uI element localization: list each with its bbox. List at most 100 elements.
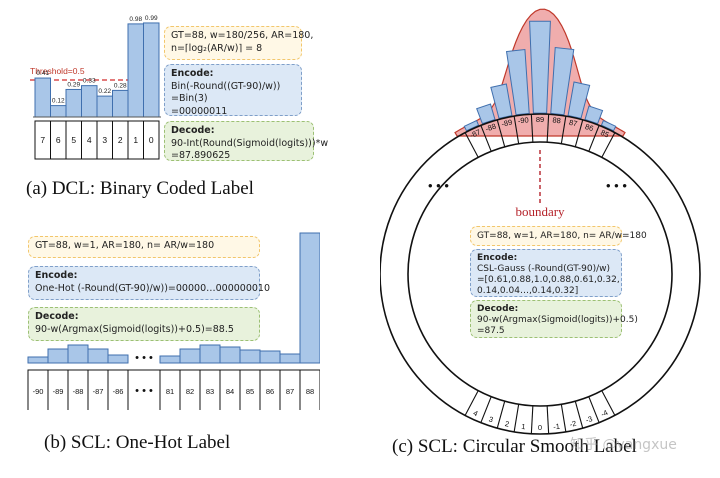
onehot-bin-label: 87 bbox=[286, 387, 294, 396]
onehot-bin-label: 84 bbox=[226, 387, 234, 396]
csl-bar bbox=[529, 20, 551, 114]
ring-bottom-bin-divider bbox=[513, 404, 520, 432]
bit-cell-label: 0 bbox=[149, 135, 154, 145]
right-dots: • • • bbox=[606, 178, 627, 193]
ring-top-bin-label: -88 bbox=[484, 122, 497, 134]
csl-bar bbox=[584, 105, 604, 125]
ring-bottom-bin-label: -4 bbox=[599, 408, 609, 419]
panel-a-encode-box: Encode: Bin(-Round((GT-90)/w)) =Bin(3) =… bbox=[164, 64, 302, 117]
prob-bar-label: 0.22 bbox=[98, 88, 111, 95]
ring-top-bin-divider bbox=[513, 116, 520, 144]
panel-c-gt-line: GT=88, w=1, AR=180, n= AR/w=180 bbox=[477, 231, 647, 241]
prob-bar bbox=[81, 85, 98, 118]
bit-cell-label: 7 bbox=[40, 135, 45, 145]
onehot-bin-label: 88 bbox=[306, 387, 314, 396]
panel-c-gt-box: GT=88, w=1, AR=180, n= AR/w=180 bbox=[470, 226, 647, 246]
bit-cell bbox=[143, 120, 160, 160]
ring-top-bin-label: 86 bbox=[584, 122, 595, 133]
panel-a-gt-line-1: GT=88, w=180/256, AR=180, bbox=[171, 30, 314, 41]
onehot-bin-label: -88 bbox=[73, 387, 84, 396]
onehot-bar bbox=[107, 354, 129, 364]
onehot-bar bbox=[67, 344, 89, 364]
panel-a-encode-line-2: =Bin(3) bbox=[171, 93, 208, 104]
ring-top-bin-label: -87 bbox=[468, 127, 482, 140]
csl-bar bbox=[600, 119, 617, 132]
panel-b-decode-title: Decode: bbox=[35, 311, 79, 322]
panel-c-caption: (c) SCL: Circular Smooth Label bbox=[392, 436, 637, 457]
csl-bar bbox=[550, 46, 575, 116]
panel-a-encode-line-3: =00000011 bbox=[171, 105, 228, 117]
ring-top-bin-label: 88 bbox=[552, 115, 561, 125]
prob-bar-label: 0.28 bbox=[114, 82, 127, 89]
ring-top-bin-divider bbox=[574, 119, 584, 147]
prob-bar-label: 0.99 bbox=[145, 15, 158, 22]
onehot-bar bbox=[279, 353, 301, 364]
panel-c-encode-box: Encode: CSL-Gauss (-Round(GT-90)/w) =[0.… bbox=[470, 249, 622, 297]
panel-b-decode-box: Decode: 90-w(Argmax(Sigmoid(logits))+0.5… bbox=[28, 307, 260, 341]
panel-a-encode-line-1: Bin(-Round((GT-90)/w)) bbox=[171, 80, 281, 92]
onehot-bin-label: -86 bbox=[113, 387, 124, 396]
onehot-bin-label: -90 bbox=[33, 387, 44, 396]
onehot-bar bbox=[219, 346, 241, 364]
ring-bottom-bin-label: 2 bbox=[504, 419, 510, 429]
onehot-bin bbox=[299, 369, 320, 410]
prob-bar-label: 0.41 bbox=[36, 70, 49, 77]
ring-top-bin-label: -89 bbox=[501, 118, 514, 129]
panel-a-gt-box: GT=88, w=180/256, AR=180, n=⌈log₂(AR/w)⌉… bbox=[164, 26, 314, 60]
panel-c-encode-line-3: 0.14,0.04…,0.14,0.32] bbox=[477, 286, 579, 296]
panel-b-encode-box: Encode: One-Hot (-Round(GT-90)/w))=00000… bbox=[28, 266, 271, 300]
prob-bar bbox=[143, 22, 160, 118]
ring-top-bin-divider bbox=[496, 119, 506, 147]
panel-a-decode-line-1: 90-Int(Round(Sigmoid(logits)))*w bbox=[171, 137, 329, 149]
panel-a-caption: (a) DCL: Binary Coded Label bbox=[26, 178, 254, 199]
prob-bar-label: 0.12 bbox=[52, 98, 65, 105]
onehot-bin-label: 85 bbox=[246, 387, 254, 396]
ring-bottom-bin-divider bbox=[480, 396, 492, 423]
prob-bar bbox=[112, 89, 129, 118]
ring-top-bin-divider bbox=[601, 132, 616, 158]
onehot-bin-label: 86 bbox=[266, 387, 274, 396]
panel-c-encode-title: Encode: bbox=[477, 253, 518, 263]
panel-b-encode-line: One-Hot (-Round(GT-90)/w))=00000…0000000… bbox=[35, 282, 271, 294]
panel-a-decode-title: Decode: bbox=[171, 125, 215, 136]
ring-bottom-bin-divider bbox=[546, 405, 550, 434]
prob-bar-label: 0.29 bbox=[67, 81, 80, 88]
ring-bottom-bin-label: -1 bbox=[553, 422, 561, 432]
onehot-bar bbox=[299, 232, 320, 364]
ring-bottom-bin-label: 3 bbox=[488, 415, 495, 425]
threshold-label: Threshold=0.5 bbox=[30, 66, 85, 76]
onehot-bin-label: 82 bbox=[186, 387, 194, 396]
onehot-bar bbox=[47, 348, 69, 364]
ring-top-bin-divider bbox=[560, 116, 567, 144]
onehot-bar bbox=[27, 356, 49, 364]
ring-top-bin-divider bbox=[546, 114, 550, 143]
ring-bottom-bin-divider bbox=[464, 390, 479, 416]
csl-bar bbox=[505, 48, 530, 116]
prob-bar bbox=[127, 23, 144, 118]
panel-c-decode-line-2: =87.5 bbox=[477, 326, 505, 336]
panel-a-decode-line-2: =87.890625 bbox=[171, 150, 231, 161]
ring-bottom-bin-divider bbox=[588, 396, 600, 423]
onehot-bin-label: 81 bbox=[166, 387, 174, 396]
onehot-bin-label: -89 bbox=[53, 387, 64, 396]
prob-bar-label: 0.33 bbox=[83, 78, 96, 85]
panel-a-decode-box: Decode: 90-Int(Round(Sigmoid(logits)))*w… bbox=[164, 121, 329, 161]
bit-cell-label: 1 bbox=[133, 135, 138, 145]
ring-top-bin-divider bbox=[588, 125, 600, 152]
panel-b-caption: (b) SCL: One-Hot Label bbox=[44, 432, 231, 453]
left-dots: • • • bbox=[428, 178, 449, 193]
csl-bar bbox=[490, 83, 513, 119]
panel-b-gt-box: GT=88, w=1, AR=180, n= AR/w=180 bbox=[28, 236, 260, 258]
ring-top-bin-label: 87 bbox=[568, 118, 578, 129]
ring-top-bin-label: 85 bbox=[599, 128, 610, 140]
onehot-bar bbox=[87, 348, 109, 364]
onehot-bar bbox=[199, 344, 221, 364]
bit-cell-label: 3 bbox=[102, 135, 107, 145]
ring-top-bin-label: 89 bbox=[536, 115, 544, 124]
prob-bar-label: 0.98 bbox=[129, 16, 142, 23]
onehot-bin-label: -87 bbox=[93, 387, 104, 396]
panel-c-encode-line-1: CSL-Gauss (-Round(GT-90)/w) bbox=[477, 264, 611, 274]
ring-bottom-bin-label: 1 bbox=[521, 422, 526, 431]
